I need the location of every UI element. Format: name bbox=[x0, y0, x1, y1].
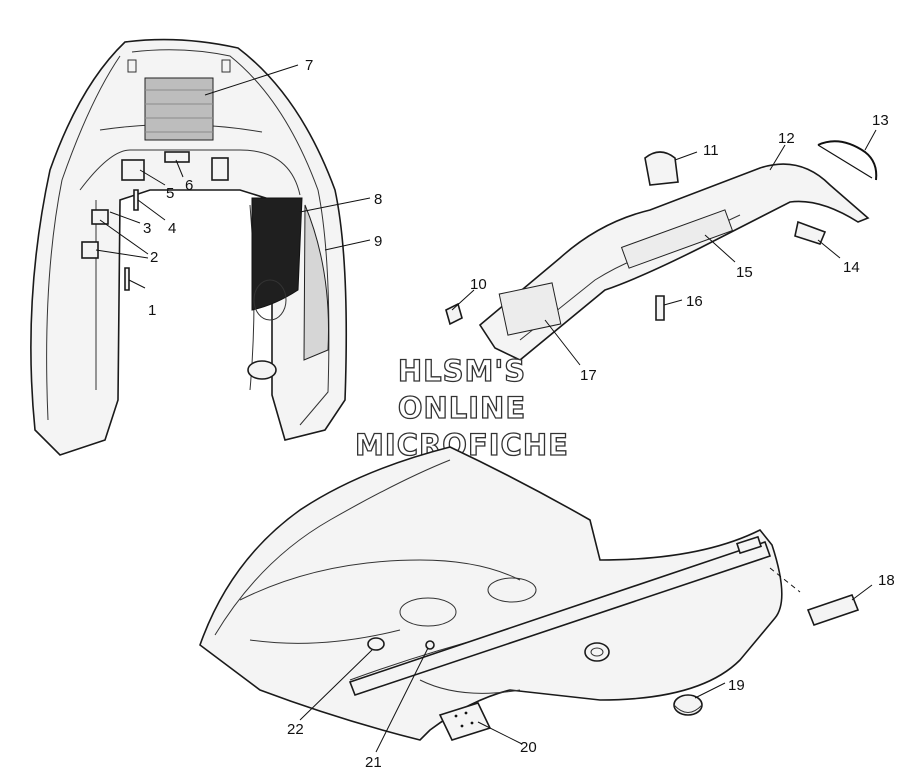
hull-trim-rail bbox=[348, 535, 772, 697]
hull-fastener-21 bbox=[425, 640, 435, 650]
callout-20: 20 bbox=[520, 739, 537, 756]
leader-lines bbox=[95, 64, 877, 753]
callout-5: 5 bbox=[166, 185, 174, 202]
callout-16: 16 bbox=[686, 293, 703, 310]
callout-6: 6 bbox=[185, 177, 193, 194]
hull-fastener-22 bbox=[367, 637, 385, 651]
watermark-line-2: ONLINE bbox=[398, 391, 526, 425]
hood-vent-hole bbox=[247, 279, 287, 380]
callout-17: 17 bbox=[580, 367, 597, 384]
hood-underside bbox=[30, 38, 348, 456]
seat-pad bbox=[794, 220, 827, 245]
reflector-plate bbox=[769, 567, 860, 627]
seat-pin bbox=[445, 302, 463, 326]
callout-12: 12 bbox=[778, 130, 795, 147]
seat-pan bbox=[478, 163, 870, 361]
hull-grommet bbox=[584, 642, 610, 662]
callout-14: 14 bbox=[843, 259, 860, 276]
callout-labels: 1 2 3 4 5 6 7 8 9 10 11 12 13 14 15 16 1… bbox=[143, 57, 895, 771]
callout-18: 18 bbox=[878, 572, 895, 589]
callout-15: 15 bbox=[736, 264, 753, 281]
callout-21: 21 bbox=[365, 754, 382, 771]
callout-11: 11 bbox=[703, 142, 719, 159]
upper-insulation-pad bbox=[144, 77, 214, 141]
callout-8: 8 bbox=[374, 191, 382, 208]
callout-3: 3 bbox=[143, 220, 151, 237]
plug-cap bbox=[673, 694, 703, 716]
side-insulation-pad bbox=[251, 197, 303, 311]
side-trim-strip bbox=[303, 204, 329, 361]
watermark-line-3: MICROFICHE bbox=[355, 428, 569, 462]
callout-2: 2 bbox=[150, 249, 158, 266]
seat-clip bbox=[644, 151, 679, 186]
bracket-parts bbox=[81, 151, 229, 291]
callout-10: 10 bbox=[470, 276, 487, 293]
seat-cable bbox=[817, 140, 878, 181]
callout-19: 19 bbox=[728, 677, 745, 694]
callout-13: 13 bbox=[872, 112, 889, 129]
callout-22: 22 bbox=[287, 721, 304, 738]
callout-1: 1 bbox=[148, 302, 156, 319]
callout-4: 4 bbox=[168, 220, 176, 237]
callout-7: 7 bbox=[305, 57, 313, 74]
watermark: HLSM'S ONLINE MICROFICHE bbox=[354, 353, 569, 462]
callout-9: 9 bbox=[374, 233, 382, 250]
seat-bolt bbox=[655, 295, 665, 321]
watermark-line-1: HLSM'S bbox=[398, 354, 526, 388]
